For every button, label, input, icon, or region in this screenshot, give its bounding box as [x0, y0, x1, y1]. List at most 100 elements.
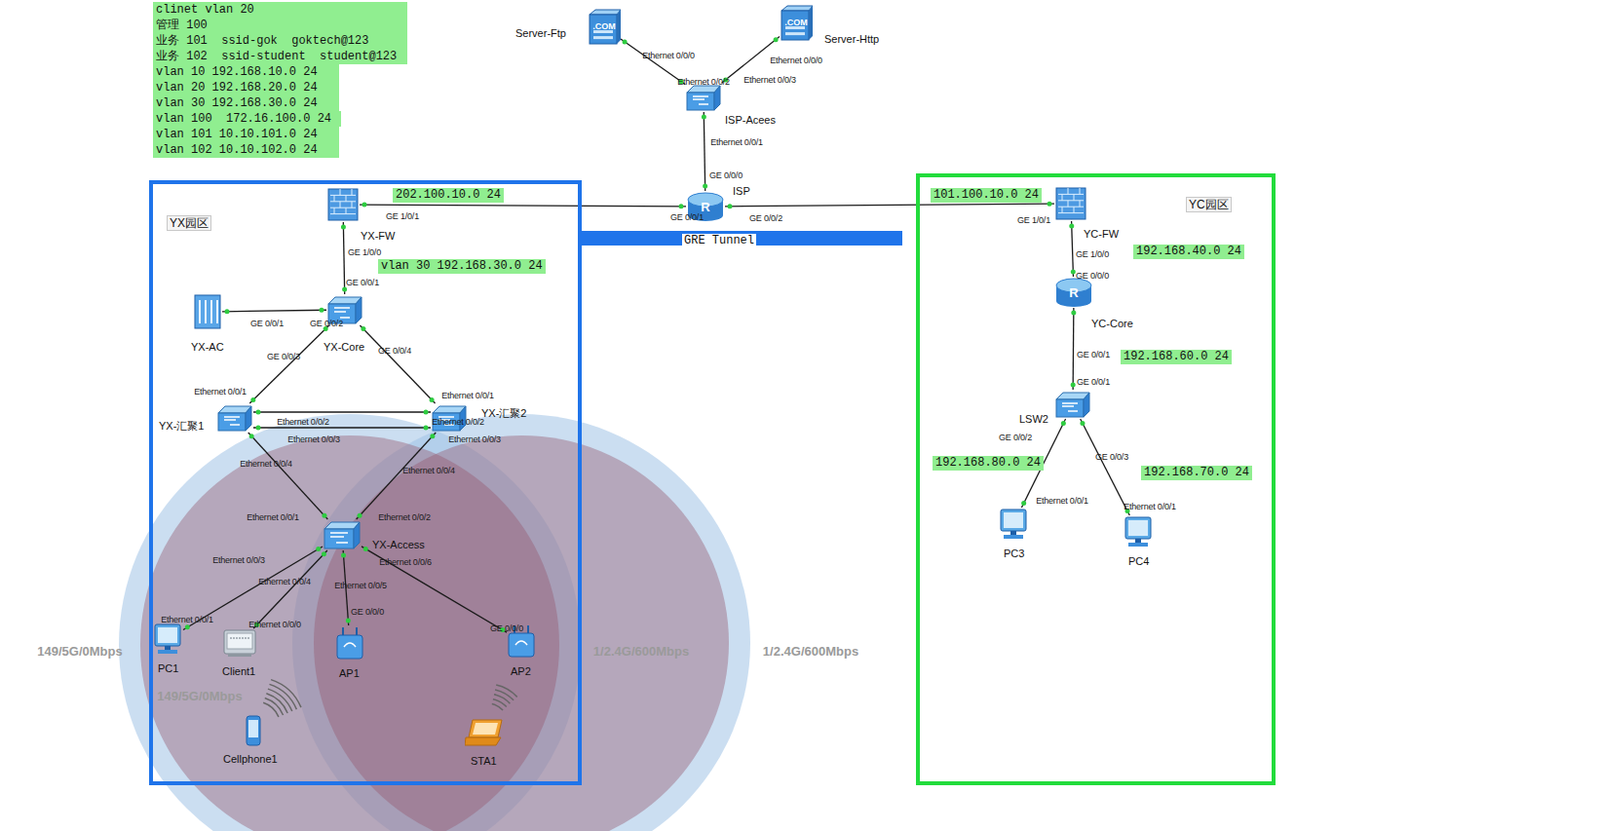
port-label-wrap: GE 0/0/1	[250, 312, 284, 331]
port-label: GE 0/0/1	[670, 212, 704, 223]
tunnel-band: GRE Tunnel	[581, 230, 903, 246]
subnet-text: 192.168.60.0 24	[1123, 349, 1229, 365]
wifi-rate-wrap: 1/2.4G/600Mbps	[762, 642, 859, 660]
port-status-dot	[726, 203, 732, 209]
wifi-rate-wrap: 149/5G/0Mbps	[156, 686, 242, 705]
subnet-text: 101.100.10.0 24	[933, 188, 1039, 203]
subnet-text: 192.168.70.0 24	[1143, 465, 1250, 481]
link-line	[1071, 221, 1074, 277]
port-label: GE 1/0/0	[1075, 249, 1109, 260]
device-name-wrap: YC-Core	[1091, 313, 1134, 332]
signal-arc	[270, 680, 302, 709]
port-label-wrap: GE 0/0/3	[1095, 446, 1129, 464]
link-line	[222, 309, 327, 312]
port-label-wrap: Ethernet 0/0/2	[431, 411, 485, 429]
port-status-dot	[1070, 382, 1076, 388]
port-label-wrap: Ethernet 0/0/1	[160, 609, 214, 627]
port-label: GE 0/0/1	[345, 277, 380, 288]
port-label: Ethernet 0/0/3	[448, 434, 501, 445]
icon-text: R	[700, 199, 710, 215]
port-status-dot	[360, 326, 366, 332]
icon-text: .COM	[592, 21, 616, 32]
device-name: Server-Ftp	[515, 27, 567, 39]
icon-text-wrap: R	[685, 199, 725, 215]
port-label-wrap: GE 1/0/1	[385, 205, 420, 224]
port-label-wrap: Ethernet 0/0/1	[1123, 495, 1177, 514]
note-box: clinet vlan 20管理 100业务 101 ssid-gok gokt…	[152, 1, 408, 158]
port-label: Ethernet 0/0/1	[1035, 495, 1089, 506]
port-label-wrap: Ethernet 0/0/2	[677, 71, 730, 89]
device-name-wrap: PC4	[1128, 551, 1149, 570]
port-status-dot	[256, 410, 262, 416]
note-line: vlan 101 10.10.101.0 24	[152, 126, 340, 143]
icon-text-wrap: .COM	[587, 17, 621, 34]
port-label: GE 1/0/1	[385, 211, 420, 222]
device-name: LSW2	[1019, 413, 1049, 425]
subnet-tag: vlan 30 192.168.30.0 24	[378, 259, 546, 274]
device-name-wrap: LSW2	[1019, 409, 1049, 427]
port-label-wrap: GE 0/0/2	[309, 312, 343, 331]
wifi-rate: 149/5G/0Mbps	[156, 688, 242, 704]
port-label: GE 0/0/1	[1076, 349, 1110, 360]
port-label-wrap: GE 0/0/0	[1075, 265, 1109, 283]
port-status-dot	[1047, 201, 1053, 207]
port-label: Ethernet 0/0/3	[743, 75, 797, 85]
port-status-dot	[361, 202, 367, 208]
icon-text-wrap: R	[1054, 285, 1094, 301]
port-label-wrap: Ethernet 0/0/3	[743, 69, 797, 87]
port-status-dot	[250, 397, 256, 403]
port-label-wrap: Ethernet 0/0/3	[287, 428, 341, 447]
port-label: GE 0/0/1	[1076, 377, 1110, 387]
switch-device: YX-Access	[322, 519, 362, 551]
port-label: Ethernet 0/0/2	[276, 417, 330, 427]
client-icon	[222, 628, 258, 658]
device-name: PC1	[157, 662, 179, 675]
pc-device: PC1	[152, 622, 184, 656]
switch-icon	[685, 82, 723, 113]
note-line: vlan 10 192.168.10.0 24	[152, 64, 340, 80]
port-label-wrap: GE 0/0/0	[490, 617, 524, 636]
port-label-wrap: Ethernet 0/0/6	[379, 551, 432, 570]
port-label: Ethernet 0/0/2	[378, 512, 431, 523]
note-line: 管理 100	[152, 17, 408, 34]
region-heading: YC园区	[1185, 196, 1232, 213]
port-status-dot	[423, 410, 429, 416]
device-name: Client1	[222, 665, 256, 678]
pc-icon	[152, 622, 184, 656]
switch-device: ISP-Acees	[685, 82, 723, 113]
icon-text-wrap: .COM	[779, 13, 813, 30]
port-status-dot	[1070, 309, 1076, 315]
device-name: Server-Http	[824, 33, 879, 45]
subnet-text: 202.100.10.0 24	[395, 188, 501, 203]
subnet-text: vlan 30 192.168.30.0 24	[380, 259, 543, 274]
note-line: 业务 101 ssid-gok goktech@123	[152, 33, 408, 49]
device-name: YX-FW	[360, 229, 395, 242]
port-label-wrap: Ethernet 0/0/1	[441, 384, 495, 403]
port-status-dot	[363, 546, 369, 552]
signal-arc	[267, 688, 293, 712]
pc-icon	[997, 507, 1029, 541]
port-label: Ethernet 0/0/0	[248, 619, 302, 630]
ac-device: YX-AC	[192, 293, 223, 331]
port-label-wrap: Ethernet 0/0/3	[212, 549, 266, 568]
device-name: YX-汇聚2	[481, 407, 527, 420]
ap-icon	[335, 625, 365, 661]
port-label: GE 0/0/4	[378, 345, 412, 356]
note-line: vlan 100 172.16.100.0 24	[152, 111, 342, 127]
port-label-wrap: Ethernet 0/0/1	[246, 506, 300, 525]
signal-arc	[266, 693, 288, 714]
device-name-wrap: YC-FW	[1083, 224, 1119, 242]
pc-device: PC3	[997, 507, 1029, 541]
device-name: AP1	[339, 667, 360, 680]
port-status-dot	[1021, 500, 1027, 506]
port-label: Ethernet 0/0/3	[212, 555, 266, 566]
wifi-rate: 1/2.4G/600Mbps	[593, 644, 689, 659]
port-label-wrap: Ethernet 0/0/3	[448, 428, 501, 447]
port-status-dot	[224, 308, 229, 314]
port-label-wrap: GE 0/0/0	[709, 164, 743, 183]
link-line	[1071, 307, 1074, 390]
link-line	[703, 112, 705, 191]
device-name: YX-Access	[372, 538, 425, 551]
